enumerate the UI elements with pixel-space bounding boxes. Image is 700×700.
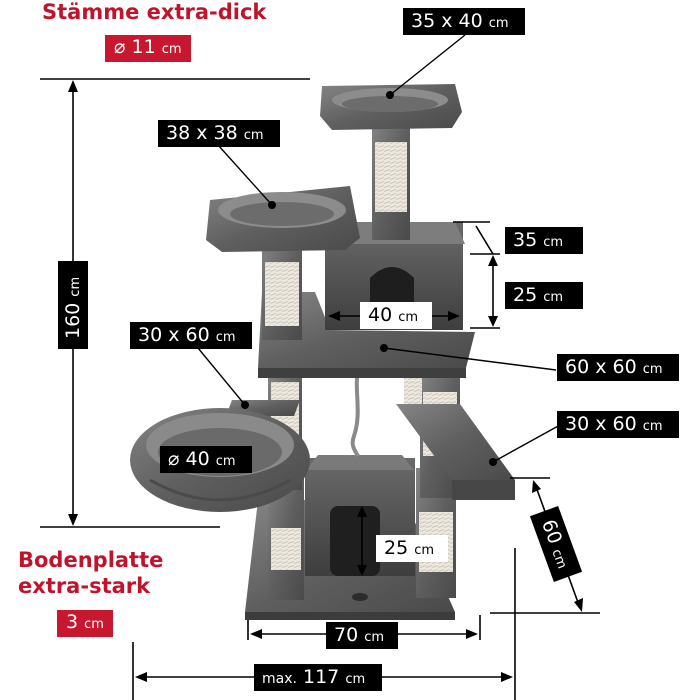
label-total-height: 160 cm — [58, 261, 88, 349]
label-left-shelf-value: 30 x 60 — [138, 324, 210, 346]
label-right-shelf: 30 x 60 cm — [557, 411, 679, 438]
base-thickness-value: 3 — [66, 611, 79, 633]
label-max-width: max. 117 cm — [254, 664, 382, 691]
label-house-depth-unit: cm — [543, 235, 564, 250]
label-max-width-prefix: max. — [262, 671, 297, 687]
trunk-diameter-badge: ⌀ 11 cm — [105, 35, 191, 62]
label-left-bed: 38 x 38 cm — [158, 120, 280, 147]
label-left-bed-value: 38 x 38 — [166, 122, 238, 144]
diameter-symbol: ⌀ — [114, 36, 126, 58]
label-mid-platform-value: 60 x 60 — [565, 356, 637, 378]
trunk-title: Stämme extra-dick — [42, 0, 267, 24]
base-title-line1: Bodenplatte — [18, 548, 164, 572]
base-title-line2: extra-stark — [18, 574, 151, 598]
base-thickness-badge: 3 cm — [57, 610, 113, 637]
label-base-width: 70 cm — [326, 622, 398, 649]
label-base-width-unit: cm — [364, 630, 385, 645]
label-base-depth-value: 60 — [537, 516, 567, 547]
label-left-shelf-unit: cm — [215, 330, 236, 345]
label-mid-platform: 60 x 60 cm — [557, 354, 679, 381]
label-basket-value: 40 — [185, 448, 210, 470]
label-house-height: 25 cm — [505, 282, 583, 309]
label-basket: ⌀ 40 cm — [160, 446, 252, 473]
hanging-rope — [350, 367, 360, 457]
label-total-height-unit: cm — [68, 276, 83, 297]
label-left-shelf: 30 x 60 cm — [130, 322, 252, 349]
upper-left-post — [262, 240, 302, 340]
trunk-diameter-value: 11 — [131, 36, 156, 58]
trunk-diameter-unit: cm — [161, 42, 182, 57]
label-house-height-value: 25 — [513, 284, 538, 306]
label-cave-height: 25 cm — [376, 535, 448, 562]
leader-lines — [197, 34, 561, 463]
label-house-depth: 35 cm — [505, 227, 583, 254]
label-cave-height-unit: cm — [414, 543, 435, 558]
label-max-width-unit: cm — [345, 672, 366, 687]
base-thickness-unit: cm — [84, 617, 104, 632]
label-right-shelf-unit: cm — [642, 419, 663, 434]
top-platform — [320, 84, 462, 130]
label-house-width: 40 cm — [360, 302, 432, 329]
top-post — [372, 118, 410, 240]
label-right-shelf-value: 30 x 60 — [565, 413, 637, 435]
label-basket-unit: cm — [215, 454, 236, 469]
label-left-bed-unit: cm — [243, 128, 264, 143]
label-cave-height-value: 25 — [384, 537, 409, 559]
label-max-width-value: 117 — [303, 666, 340, 688]
label-top-platform-unit: cm — [488, 16, 509, 31]
label-top-platform: 35 x 40 cm — [403, 8, 525, 35]
right-shelf — [396, 404, 515, 500]
middle-platform — [258, 292, 475, 378]
label-top-platform-value: 35 x 40 — [411, 10, 483, 32]
label-mid-platform-unit: cm — [642, 362, 663, 377]
label-basket-symbol: ⌀ — [168, 448, 180, 470]
left-bed — [206, 186, 360, 252]
label-total-height-value: 160 — [62, 302, 84, 339]
label-house-width-value: 40 — [368, 304, 393, 326]
label-house-depth-value: 35 — [513, 229, 538, 251]
label-base-depth-unit: cm — [548, 547, 570, 571]
label-base-width-value: 70 — [334, 624, 359, 646]
label-house-height-unit: cm — [543, 290, 564, 305]
label-house-width-unit: cm — [398, 310, 419, 325]
